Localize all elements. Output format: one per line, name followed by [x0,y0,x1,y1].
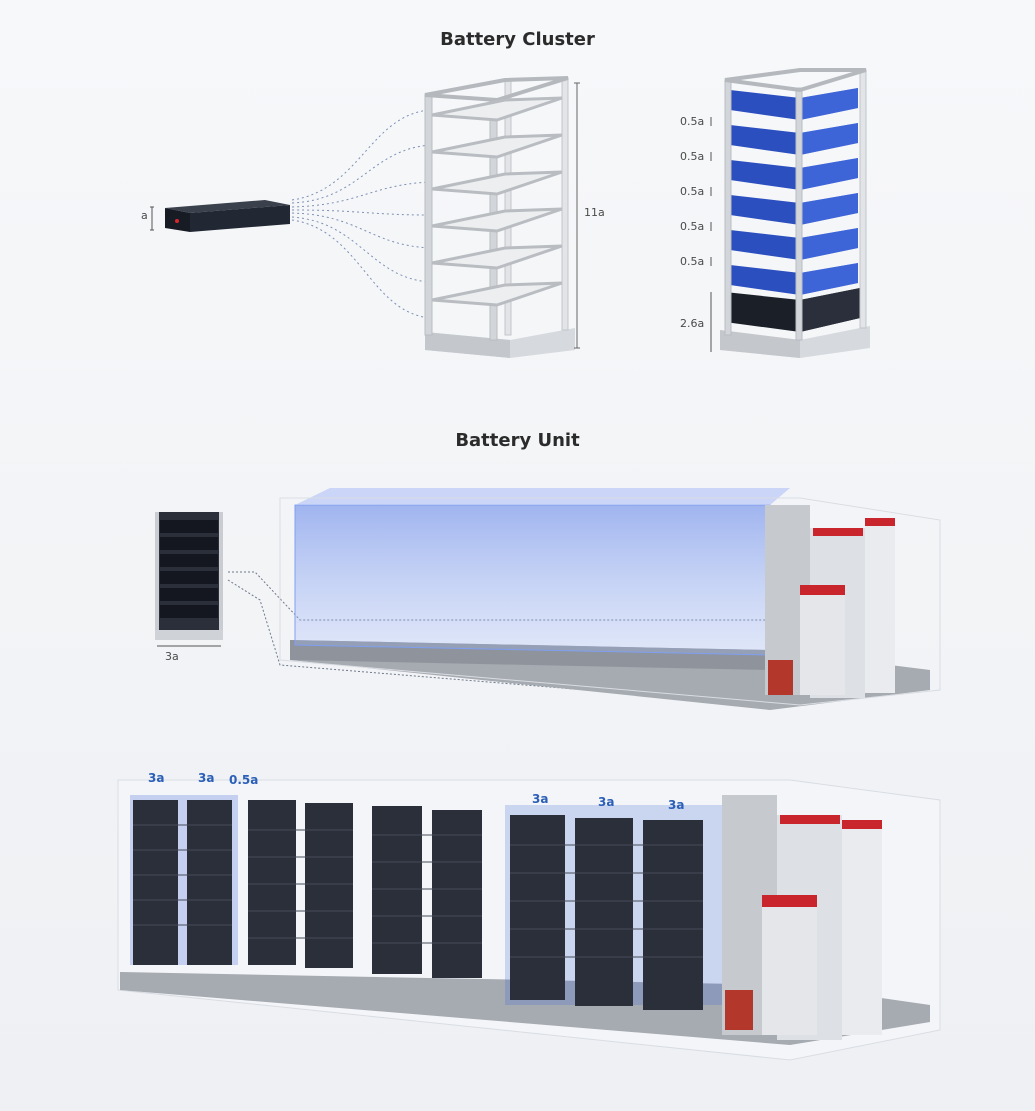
cluster-racks [130,795,725,1010]
gap-label: 0.5a [229,773,259,787]
spacing-label: 0.5a [680,185,705,198]
pcs-cabinets [765,505,895,698]
battery-module [150,200,290,232]
spacing-label: 0.5a [680,150,705,163]
spacing-label: 0.5a [680,115,705,128]
layout-pcs-cabinets [722,795,882,1040]
rack-height-label: 11a [584,206,605,219]
cluster-width-label: 3a [165,650,179,663]
width-label: 3a [668,798,685,812]
small-cluster [155,512,223,647]
base-height-label: 2.6a [680,317,705,330]
filled-rack [710,68,870,358]
width-label: 3a [532,792,549,806]
width-label: 3a [198,771,215,785]
spacing-label: 0.5a [680,220,705,233]
fanout-lines [291,109,431,319]
empty-rack [424,76,580,358]
spacing-label: 0.5a [680,255,705,268]
width-label: 3a [148,771,165,785]
battery-unit-title: Battery Unit [455,430,580,451]
width-label: 3a [598,795,615,809]
battery-cluster-title: Battery Cluster [440,29,595,50]
module-height-label: a [141,209,148,222]
